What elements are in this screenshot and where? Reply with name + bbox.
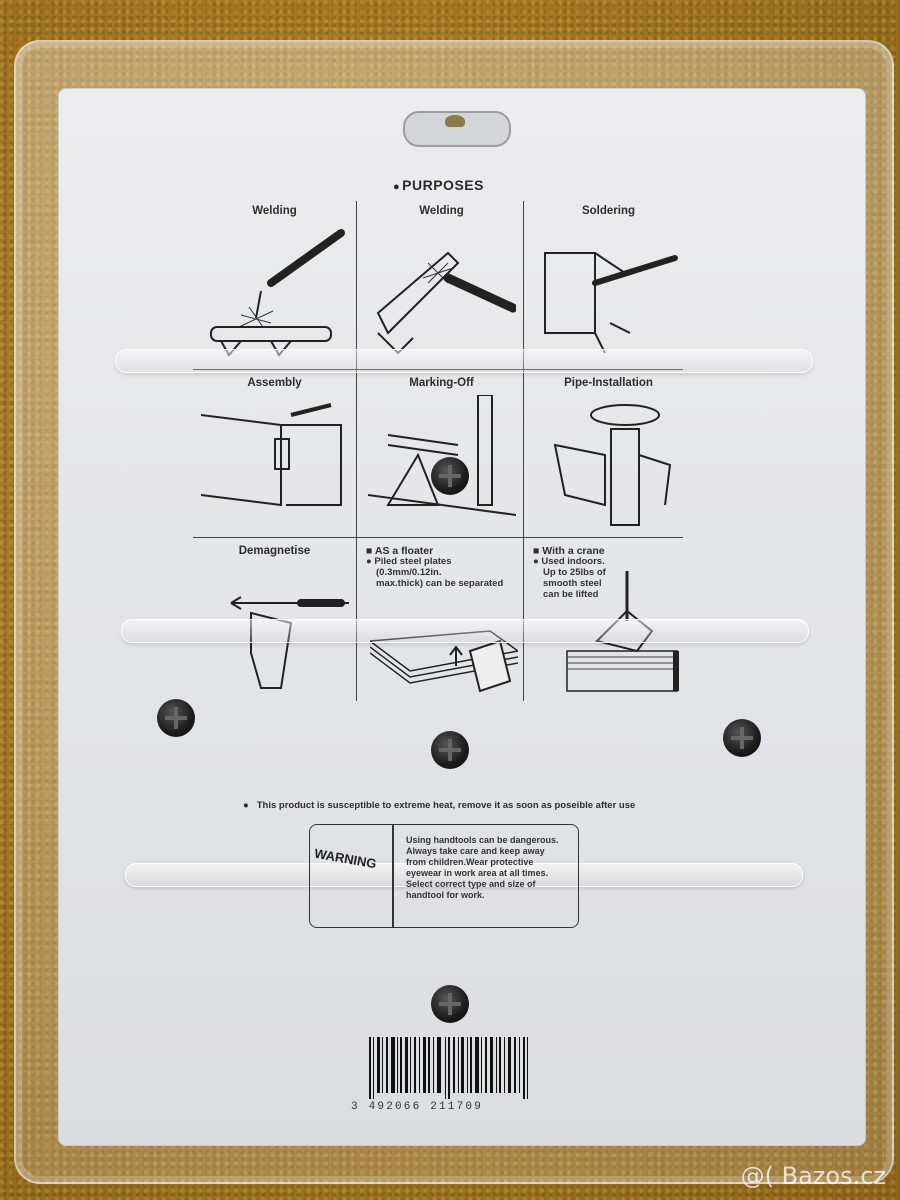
watermark: @( Bazos.cz [740,1162,886,1190]
barcode [369,1037,528,1099]
assembly-illustration [201,403,342,507]
blister-ridge [115,349,813,373]
cell-floater: ■ AS a floater ● Piled steel plates (0.3… [360,541,523,701]
product-backing-card: PURPOSES Welding Welding [58,88,866,1146]
floater-line: (0.3mm/0.12in. [376,566,442,578]
crane-info: ■ With a crane ● Used indoors. Up to 25l… [533,545,606,601]
cell-label: Pipe-Installation [564,377,653,389]
crane-line: can be lifted [543,588,599,600]
warning-box: WARNING Using handtools can be dangerous… [309,824,579,928]
warning-title: WARNING [313,845,378,872]
crane-line: Up to 25lbs of [543,566,606,578]
blister-ridge [121,619,809,643]
cell-demagnetise: Demagnetise [193,541,356,701]
blister-ridge [125,863,803,887]
cell-label: Marking-Off [409,377,474,389]
cell-label: Welding [252,205,297,217]
cell-label: Welding [419,205,464,217]
floater-heading: ■ AS a floater [366,545,434,557]
floater-line: ● Piled steel plates [366,556,452,567]
magnet-knob [431,457,469,495]
warning-line: handtool for work. [406,889,485,900]
floater-line: max.thick) can be separated [376,577,504,589]
magnet-knob [431,985,469,1023]
soldering-illustration [544,252,678,354]
cell-label: Soldering [581,205,636,217]
demagnetise-illustration [230,596,349,689]
warning-divider [392,825,394,927]
cell-welding-1: Welding [193,201,356,361]
hang-hole [445,115,465,127]
warning-line: Using handtools can be dangerous. [406,835,559,845]
marking-off-illustration [368,395,516,516]
crane-line: ● Used indoors. [533,556,605,567]
welding-angle-illustration [376,251,516,355]
crane-line: smooth steel [543,577,602,589]
crane-heading: ■ With a crane [533,545,605,557]
floater-info: ■ AS a floater ● Piled steel plates (0.3… [366,545,503,590]
welding-torch-illustration [210,229,345,357]
warning-text: Using handtools can be dangerous. Always… [406,835,574,901]
cell-soldering: Soldering [527,201,690,361]
cell-pipe-installation: Pipe-Installation [527,373,690,533]
cell-assembly: Assembly [193,373,356,533]
heat-notice: This product is susceptible to extreme h… [243,800,636,811]
grid-divider [356,201,357,701]
warning-line: Always take care and keep away [406,845,545,856]
warning-line: eyewear in work area at all times. [406,867,549,878]
magnet-knob [157,699,195,737]
magnet-knob [723,719,761,757]
magnet-knob [431,731,469,769]
cell-label: Assembly [247,377,302,389]
grid-divider [193,537,683,538]
pipe-installation-illustration [553,404,672,526]
barcode-digits: 3 492066 211709 [351,1101,484,1113]
purposes-heading: PURPOSES [393,177,484,193]
cell-label: Demagnetise [238,545,311,557]
grid-divider [523,201,524,701]
warning-line: from children.Wear protective [406,856,534,867]
cell-welding-2: Welding [360,201,523,361]
cell-marking-off: Marking-Off [360,373,523,533]
warning-line: Select correct type and size of [406,878,536,889]
